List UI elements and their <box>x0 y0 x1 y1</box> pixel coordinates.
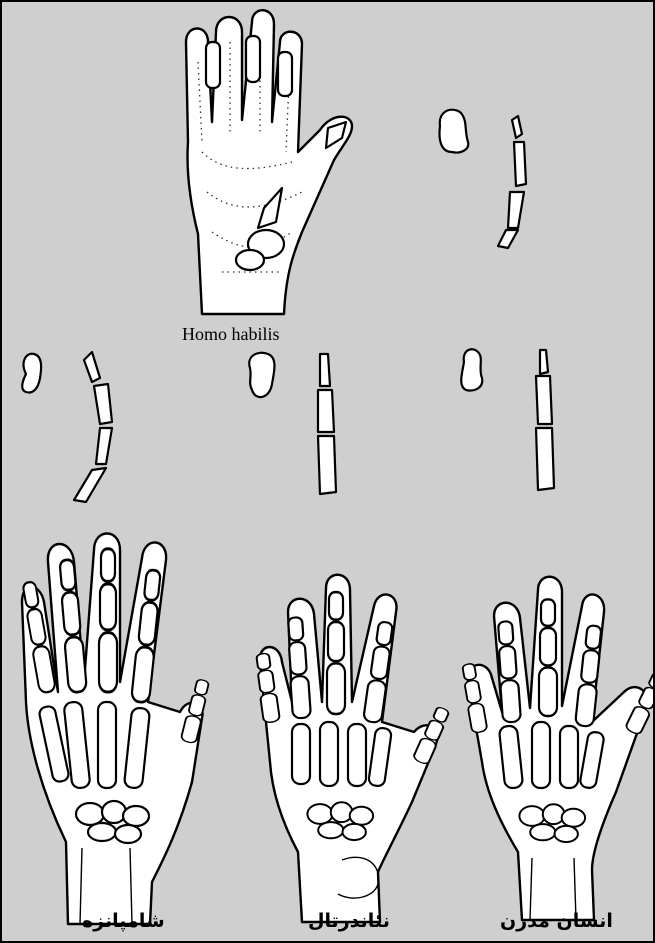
chimpanzee-hand <box>21 534 211 925</box>
neanderthal-thumb-bones <box>249 353 336 494</box>
modern-human-caption: انسان مدرن <box>500 910 613 932</box>
neanderthal-caption: نئاندرتال <box>308 910 390 932</box>
chimpanzee-caption: شامپانزه <box>82 910 165 932</box>
habilis-thumb-bones <box>440 110 527 248</box>
modern-human-hand <box>461 577 653 920</box>
homo-habilis-hand <box>186 10 352 314</box>
homo-habilis-caption: Homo habilis <box>182 324 280 345</box>
chimp-thumb-bones <box>22 352 112 502</box>
modern-human-thumb-bones <box>461 349 554 490</box>
neanderthal-hand <box>254 575 451 922</box>
